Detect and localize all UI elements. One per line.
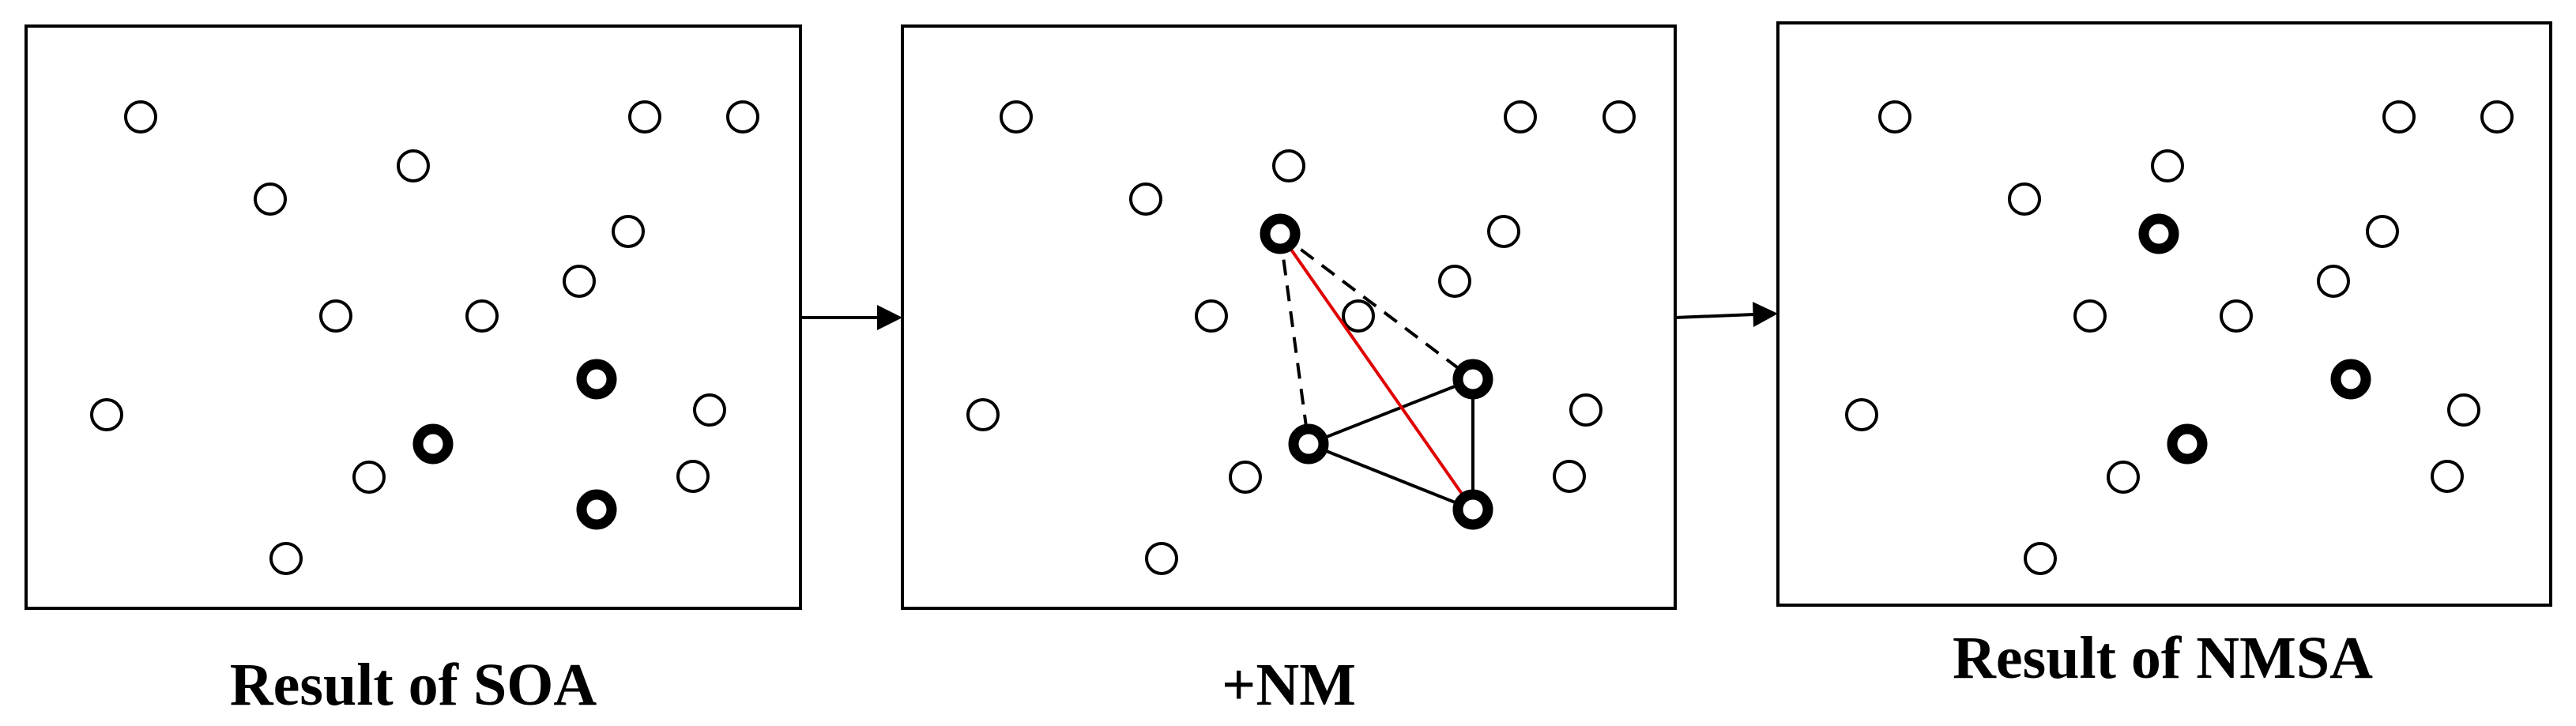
individual bbox=[254, 182, 287, 216]
individual bbox=[397, 149, 430, 182]
best-individual bbox=[2138, 213, 2179, 254]
individual bbox=[1438, 265, 1471, 298]
best-individual bbox=[1452, 359, 1493, 400]
reflection-dashed-line bbox=[1279, 232, 1474, 381]
individual bbox=[1504, 100, 1537, 134]
individual bbox=[2220, 299, 2253, 333]
arrow-head bbox=[877, 305, 902, 330]
individual bbox=[2073, 299, 2107, 333]
arrow-head bbox=[1753, 302, 1778, 327]
arrow-shaft bbox=[1674, 313, 1755, 319]
individual bbox=[1229, 461, 1262, 494]
individual bbox=[563, 265, 596, 298]
individual bbox=[2480, 100, 2514, 134]
panel-nmsa-frame bbox=[1776, 21, 2552, 607]
individual bbox=[1487, 215, 1520, 248]
individual bbox=[726, 100, 759, 134]
individual bbox=[1845, 398, 1878, 431]
individual bbox=[1000, 100, 1033, 134]
best-individual bbox=[576, 489, 617, 530]
individual bbox=[124, 100, 157, 134]
individual bbox=[1195, 299, 1228, 333]
reflection-dashed-line bbox=[1279, 233, 1310, 445]
simplex-triangle bbox=[1304, 377, 1474, 512]
individual bbox=[2431, 460, 2464, 493]
individual bbox=[1602, 100, 1636, 134]
reflection-red-line bbox=[1279, 232, 1474, 511]
individual bbox=[1272, 149, 1305, 182]
individual bbox=[2366, 215, 2399, 248]
individual bbox=[966, 398, 1000, 431]
panel-soa bbox=[24, 24, 802, 610]
arrow-nm-to-nmsa bbox=[1674, 302, 1778, 327]
individual bbox=[352, 461, 386, 494]
best-individual bbox=[1452, 489, 1493, 530]
individual bbox=[1145, 542, 1178, 575]
reflected-point bbox=[1260, 213, 1301, 254]
caption-nm: +NM bbox=[1222, 652, 1356, 718]
individual bbox=[1878, 100, 1911, 134]
individual bbox=[90, 398, 123, 431]
panel-nm bbox=[901, 24, 1677, 610]
individual bbox=[1569, 393, 1602, 427]
individual bbox=[269, 542, 303, 575]
caption-soa: Result of SOA bbox=[230, 652, 597, 718]
best-individual bbox=[2167, 423, 2208, 465]
individual bbox=[1129, 182, 1162, 216]
caption-nmsa: Result of NMSA bbox=[1953, 625, 2373, 691]
panel-nm-population bbox=[966, 100, 1636, 575]
individual bbox=[2382, 100, 2416, 134]
best-individual bbox=[412, 423, 454, 465]
best-individual bbox=[1288, 423, 1329, 465]
individual bbox=[612, 215, 645, 248]
individual bbox=[1342, 299, 1375, 333]
panel-soa-population bbox=[90, 100, 759, 575]
panel-nm-best-individuals bbox=[1260, 213, 1493, 530]
nelder-mead-simplex bbox=[1279, 232, 1474, 512]
individual bbox=[2024, 542, 2057, 575]
individual bbox=[2151, 149, 2184, 182]
individual bbox=[676, 460, 710, 493]
individual bbox=[693, 393, 726, 427]
panel-nmsa bbox=[1776, 21, 2552, 607]
individual bbox=[2317, 265, 2350, 298]
panel-soa-best-individuals bbox=[412, 359, 617, 530]
best-individual bbox=[2330, 359, 2371, 400]
panel-nmsa-best-individuals bbox=[2138, 213, 2371, 465]
best-individual bbox=[576, 359, 617, 400]
panel-nmsa-population bbox=[1845, 100, 2514, 575]
individual bbox=[465, 299, 499, 333]
individual bbox=[319, 299, 352, 333]
individual bbox=[2107, 461, 2140, 494]
arrow-soa-to-nm bbox=[800, 305, 902, 330]
individual bbox=[628, 100, 661, 134]
individual bbox=[2008, 182, 2041, 216]
individual bbox=[2447, 393, 2480, 427]
individual bbox=[1553, 460, 1586, 493]
